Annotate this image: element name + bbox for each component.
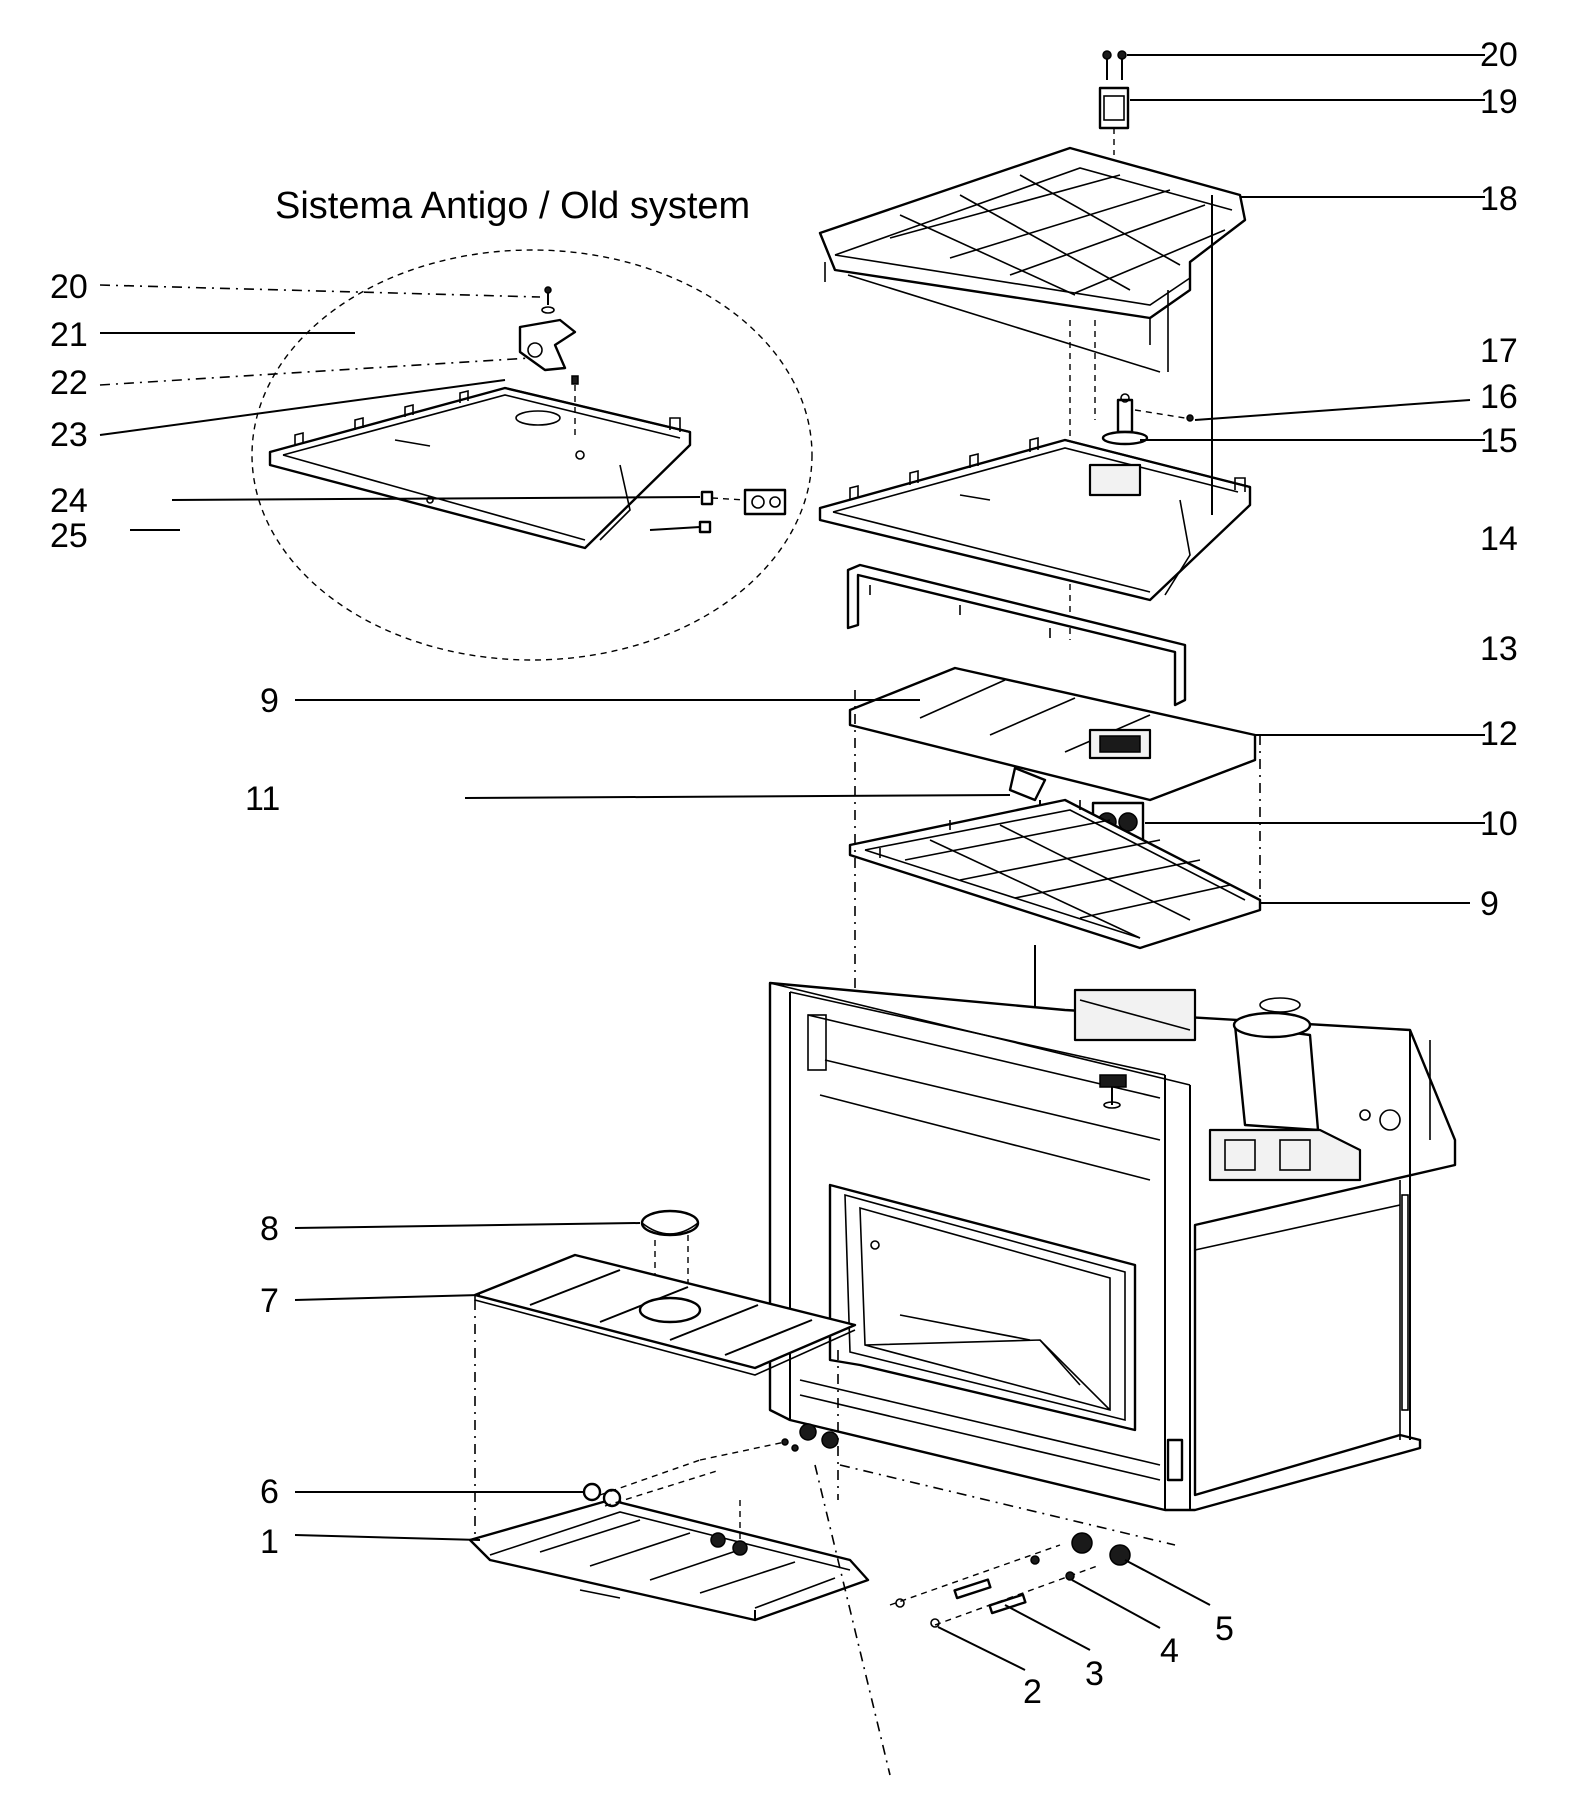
inset-label-24: 24 <box>50 482 88 520</box>
hinge-fasteners-upper <box>699 1423 839 1556</box>
callout-17: 17 <box>1480 332 1518 370</box>
callout-19: 19 <box>1480 83 1518 121</box>
part-19-switch <box>1098 86 1130 155</box>
callout-12: 12 <box>1480 715 1518 753</box>
callout-10: 10 <box>1480 805 1518 843</box>
leader-inset-23 <box>99 379 506 436</box>
bottom-leaders <box>937 1559 1211 1671</box>
callout-18: 18 <box>1480 180 1518 218</box>
callout-13: 13 <box>1480 630 1518 668</box>
inset-label-20: 20 <box>50 268 88 306</box>
old-system-inset: Sistema Antigo / Old system <box>50 185 813 661</box>
callout-5: 5 <box>1215 1610 1234 1648</box>
inset-label-22: 22 <box>50 364 88 402</box>
part-8-knob <box>640 1209 700 1285</box>
inset-label-23: 23 <box>50 416 88 454</box>
callout-9-left: 9 <box>260 682 279 720</box>
callout-6: 6 <box>260 1473 279 1511</box>
inset-tray <box>268 386 692 550</box>
left-leaders <box>294 699 1011 1541</box>
leader-inset-20 <box>99 284 541 298</box>
part-9-grid-tray <box>848 798 1262 950</box>
inset-boundary <box>251 249 813 661</box>
alignment-line-3 <box>847 274 1161 373</box>
callout-2: 2 <box>1023 1673 1042 1711</box>
callout-11: 11 <box>245 780 280 818</box>
leader-inset-25b <box>649 526 701 531</box>
oven-body <box>768 981 1457 1512</box>
callout-14: 14 <box>1480 520 1518 558</box>
inset-screws <box>541 286 579 440</box>
cut-line-diagonal <box>839 1464 1176 1546</box>
callout-3: 3 <box>1085 1655 1104 1693</box>
inset-title: Sistema Antigo / Old system <box>275 185 750 227</box>
part-18-top-cover <box>818 146 1247 372</box>
callout-9-right: 9 <box>1480 885 1499 923</box>
inset-bracket <box>518 318 577 372</box>
top-screws <box>1102 50 1127 80</box>
callout-16: 16 <box>1480 378 1518 416</box>
part-7-plate <box>473 1253 857 1376</box>
part-13-frame <box>846 563 1187 707</box>
callout-4: 4 <box>1160 1632 1179 1670</box>
inset-switch <box>698 488 787 534</box>
callout-8: 8 <box>260 1210 279 1248</box>
inset-label-25: 25 <box>50 517 88 555</box>
cut-line-vertical <box>814 1464 891 1776</box>
leader-inset-22 <box>99 357 531 386</box>
part-6-hinge <box>582 1459 721 1508</box>
part-15-motor-mount <box>1101 393 1194 446</box>
leader-inset-24 <box>171 496 701 501</box>
callout-7: 7 <box>260 1282 279 1320</box>
callout-1: 1 <box>260 1523 279 1561</box>
part-1-tray <box>468 1498 870 1622</box>
part-14-tray <box>818 195 1252 602</box>
callout-20: 20 <box>1480 36 1518 74</box>
part-12-cover-panel <box>848 666 1257 802</box>
callout-15: 15 <box>1480 422 1518 460</box>
right-leaders <box>1127 54 1485 904</box>
bottom-fasteners <box>889 1532 1131 1628</box>
inset-label-21: 21 <box>50 316 88 354</box>
